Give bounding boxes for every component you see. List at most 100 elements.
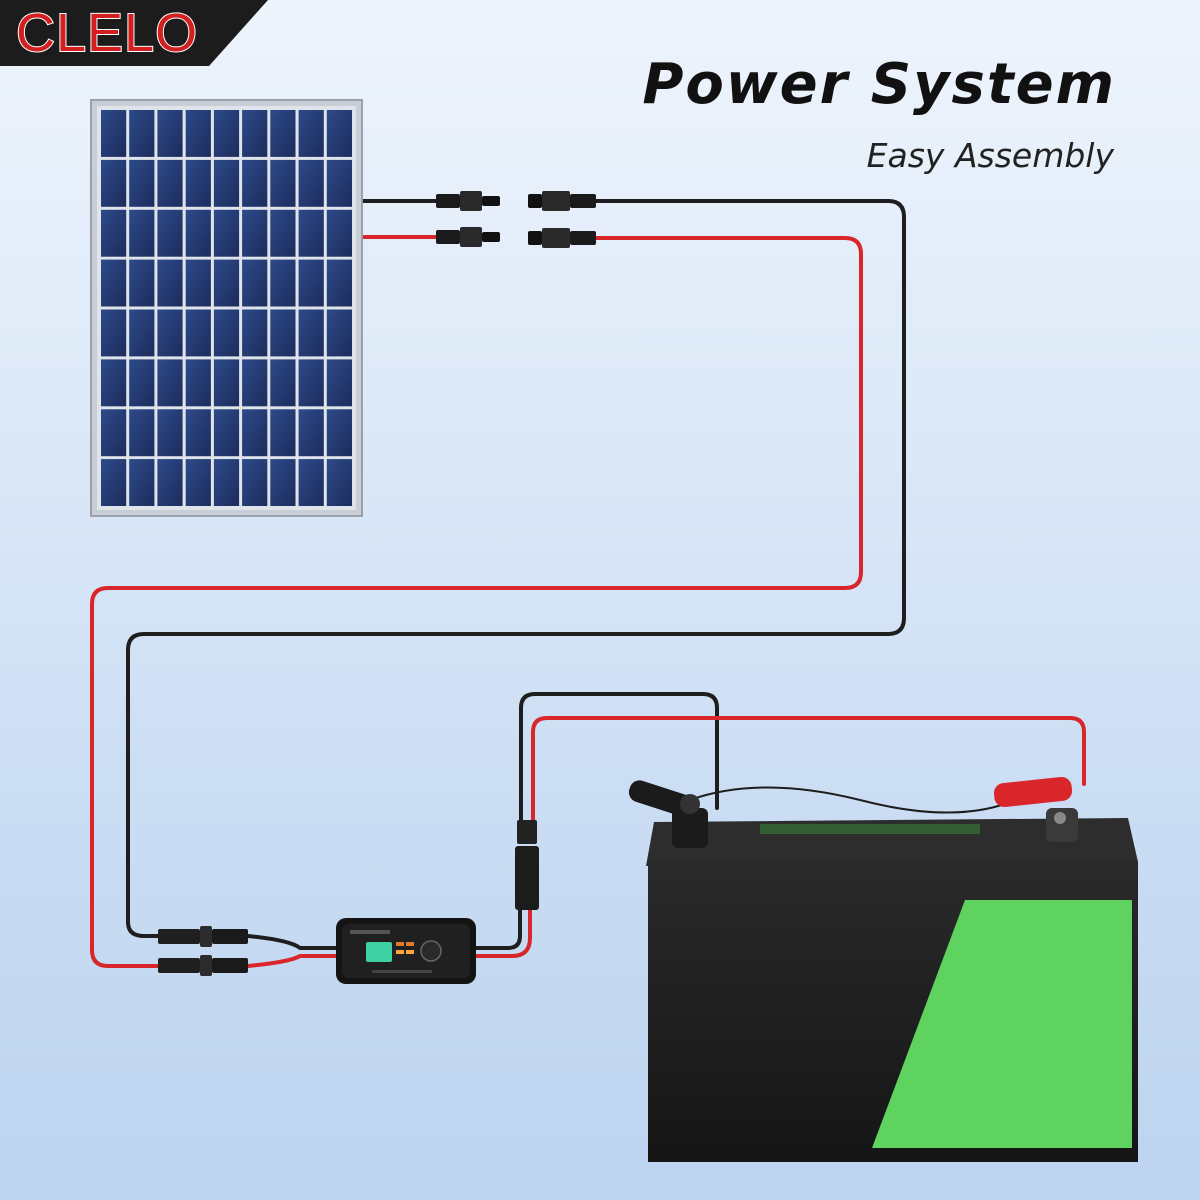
solar-cell <box>242 409 268 457</box>
mc4-connector-icon <box>436 191 596 248</box>
battery-negative-lead <box>519 692 719 822</box>
solar-cell <box>129 459 155 506</box>
controller-lcd <box>366 942 392 962</box>
solar-cell <box>242 159 268 207</box>
solar-cell <box>157 359 183 407</box>
solar-cell <box>101 309 127 357</box>
solar-cell <box>101 159 127 207</box>
solar-cell <box>242 309 268 357</box>
solar-cell <box>213 359 240 407</box>
solar-cell <box>270 159 296 207</box>
page-title: Power System <box>642 52 1116 117</box>
controller-button <box>420 940 442 962</box>
solar-cell <box>270 409 296 457</box>
solar-cell <box>185 459 211 506</box>
mc4-male-positive <box>436 227 500 247</box>
battery-icon <box>628 776 1138 1162</box>
solar-cell <box>298 409 324 457</box>
solar-cell <box>157 309 183 357</box>
solar-cell <box>270 209 296 257</box>
solar-cell <box>157 459 183 506</box>
solar-cell <box>270 359 296 407</box>
solar-cell <box>185 110 211 157</box>
solar-cell <box>213 209 240 257</box>
battery-positive-lead <box>531 716 1086 822</box>
solar-cell <box>185 259 211 307</box>
battery-accent-panel <box>872 900 1132 1148</box>
solar-cell <box>213 459 240 506</box>
solar-cell <box>129 309 155 357</box>
solar-cell <box>213 110 240 157</box>
solar-cell <box>157 209 183 257</box>
solar-cell <box>213 159 240 207</box>
page-subtitle: Easy Assembly <box>866 136 1114 175</box>
controller-output-positive <box>470 908 532 958</box>
extension-negative-wire <box>126 199 906 938</box>
solar-cell <box>270 259 296 307</box>
solar-cell <box>185 159 211 207</box>
solar-cell <box>101 459 127 506</box>
solar-cell <box>326 459 352 506</box>
solar-cell <box>129 209 155 257</box>
solar-cell <box>298 359 324 407</box>
solar-cell <box>242 209 268 257</box>
solar-cell <box>326 110 352 157</box>
solar-cell <box>242 459 268 506</box>
solar-cell <box>157 409 183 457</box>
solar-cell <box>298 459 324 506</box>
solar-cell <box>213 409 240 457</box>
battery-top-cable <box>689 786 1021 814</box>
controller-output-negative <box>470 908 522 950</box>
solar-cell <box>157 259 183 307</box>
solar-cell <box>298 159 324 207</box>
positive-terminal-clamp <box>993 776 1078 842</box>
solar-cell <box>298 309 324 357</box>
solar-cell <box>185 209 211 257</box>
solar-cell <box>326 309 352 357</box>
solar-cell <box>242 259 268 307</box>
solar-cell <box>326 359 352 407</box>
solar-cell <box>129 359 155 407</box>
mc4-female-negative <box>528 191 596 211</box>
logo-text: CLELO <box>15 2 199 64</box>
negative-terminal-clamp <box>628 780 708 848</box>
mc4-female-positive <box>528 228 596 248</box>
controller-input-negative <box>246 934 342 950</box>
solar-cell <box>242 110 268 157</box>
solar-cell <box>157 159 183 207</box>
solar-cell <box>101 409 127 457</box>
solar-cell <box>101 209 127 257</box>
solar-cell <box>129 159 155 207</box>
solar-cell <box>129 110 155 157</box>
solar-cell <box>298 209 324 257</box>
sae-connector-icon <box>515 820 539 910</box>
mc4-connector-pair <box>158 926 248 976</box>
wiring <box>90 199 1086 968</box>
solar-cell <box>242 359 268 407</box>
solar-cell <box>185 359 211 407</box>
solar-cell <box>270 110 296 157</box>
solar-cell <box>157 110 183 157</box>
solar-cell <box>129 409 155 457</box>
charge-controller-icon <box>336 918 476 984</box>
logo-badge: CLELO <box>0 0 268 66</box>
solar-cell <box>213 259 240 307</box>
mc4-male-negative <box>436 191 500 211</box>
solar-panel-icon <box>90 99 363 517</box>
solar-cell <box>270 459 296 506</box>
solar-cells <box>101 110 352 506</box>
controller-input-positive <box>246 954 342 968</box>
solar-cell <box>326 159 352 207</box>
solar-cell <box>326 259 352 307</box>
solar-cell <box>101 110 127 157</box>
solar-cell <box>185 409 211 457</box>
solar-cell <box>326 209 352 257</box>
solar-cell <box>185 309 211 357</box>
solar-cell <box>298 110 324 157</box>
solar-cell <box>101 359 127 407</box>
solar-cell <box>326 409 352 457</box>
solar-cell <box>213 309 240 357</box>
solar-cell <box>270 309 296 357</box>
extension-positive-wire <box>90 236 863 968</box>
